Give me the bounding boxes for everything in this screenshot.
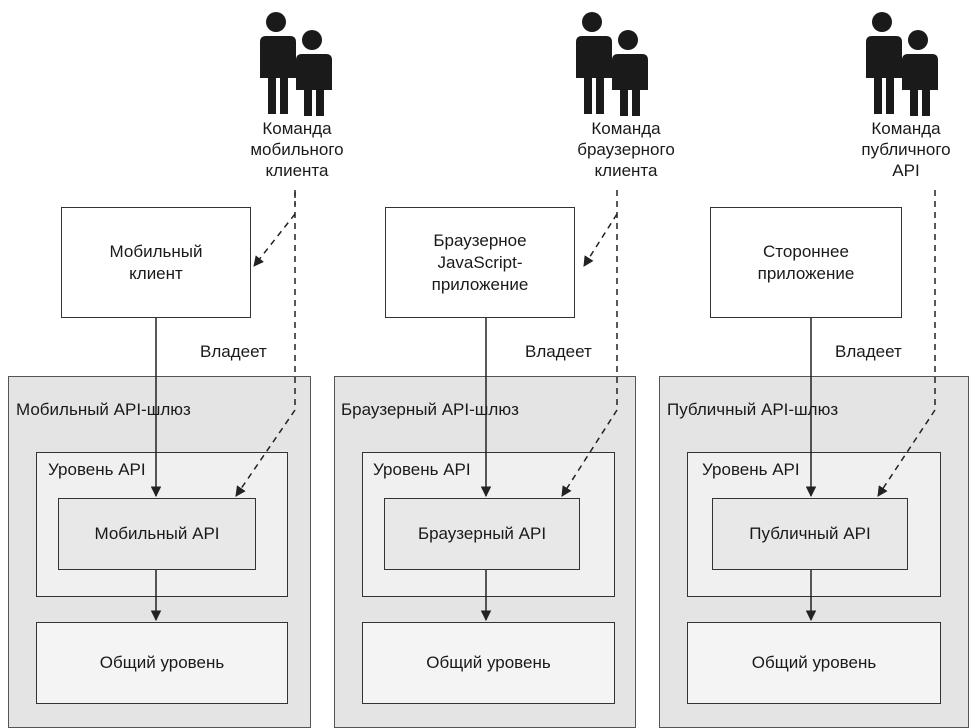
owns-arrow-to-api	[235, 409, 296, 497]
api-box-mobile: Мобильный API	[58, 498, 256, 570]
owns-label-public: Владеет	[835, 342, 902, 361]
api-layer-label-public: Уровень API	[702, 460, 800, 479]
common-layer-mobile: Общий уровень	[36, 622, 288, 704]
owns-label-browser: Владеет	[525, 342, 592, 361]
owns-label-mobile: Владеет	[200, 342, 267, 361]
client-box-mobile: Мобильный клиент	[61, 207, 251, 318]
api-box-browser: Браузерный API	[384, 498, 580, 570]
gateway-label-public: Публичный API-шлюз	[667, 400, 839, 419]
common-layer-browser: Общий уровень	[362, 622, 615, 704]
owns-arrow-to-client	[253, 213, 296, 267]
people-icon	[860, 8, 940, 121]
owns-arrow-to-api	[877, 409, 936, 497]
api-layer-label-browser: Уровень API	[373, 460, 471, 479]
team-label-mobile: Команда мобильного клиента	[250, 119, 344, 180]
team-label-browser: Команда браузерного клиента	[577, 119, 675, 180]
api-box-public: Публичный API	[712, 498, 908, 570]
owns-arrow-to-api	[561, 409, 618, 497]
gateway-label-mobile: Мобильный API-шлюз	[16, 400, 191, 419]
client-box-public: Стороннее приложение	[710, 207, 902, 318]
api-layer-label-mobile: Уровень API	[48, 460, 146, 479]
people-icon	[570, 8, 650, 121]
common-layer-public: Общий уровень	[687, 622, 941, 704]
team-label-public: Команда публичного API	[861, 119, 951, 180]
owns-arrow-to-client	[583, 213, 618, 267]
people-icon	[254, 8, 334, 121]
gateway-label-browser: Браузерный API-шлюз	[341, 400, 519, 419]
client-box-browser: Браузерное JavaScript- приложение	[385, 207, 575, 318]
